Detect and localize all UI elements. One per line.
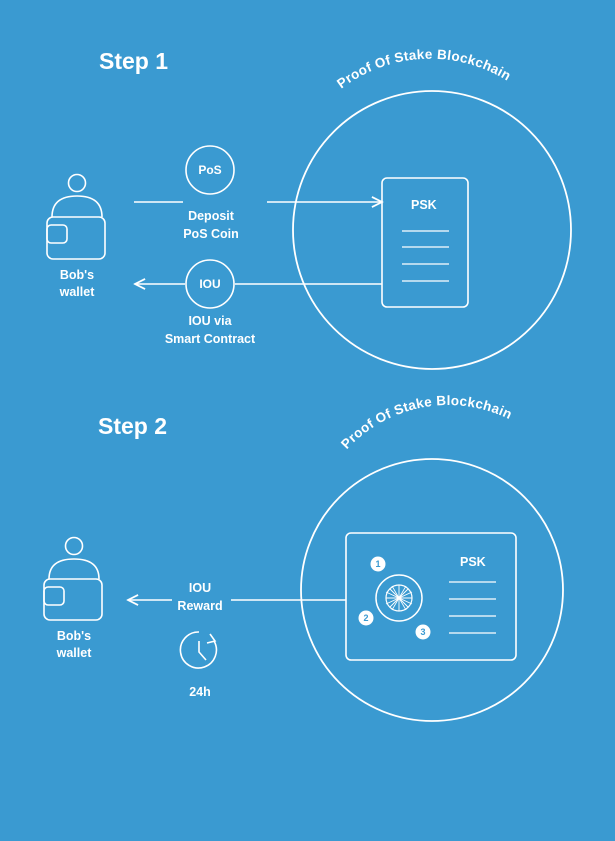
wallet-label: Bob's — [60, 268, 94, 282]
network-sphere-icon — [375, 574, 423, 622]
reward-label: Reward — [177, 599, 222, 613]
deposit-label: PoS Coin — [183, 227, 239, 241]
blockchain-circle — [292, 90, 572, 370]
iou-badge — [185, 259, 235, 309]
time-label: 24h — [189, 685, 211, 699]
psk-contract: PSK — [381, 177, 469, 308]
psk-label: PSK — [411, 198, 437, 212]
node-number-badge — [370, 556, 386, 572]
node-number-badge — [415, 624, 431, 640]
node-number: 1 — [375, 559, 380, 569]
reward-label: IOU — [189, 581, 211, 595]
node-number-badge — [358, 610, 374, 626]
clock-icon — [179, 631, 218, 669]
pos-coin-badge — [185, 145, 235, 195]
node-number: 2 — [363, 613, 368, 623]
step-2-section: Step 2 Proof Of Stake Blockchain PSK 1 2… — [43, 393, 564, 722]
node-number: 3 — [420, 627, 425, 637]
iou-badge-label: IOU — [199, 277, 220, 291]
wallet-label: wallet — [59, 285, 96, 299]
deposit-label: Deposit — [188, 209, 235, 223]
psk-contract: PSK — [345, 532, 517, 661]
step-1-title: Step 1 — [99, 48, 168, 74]
person-wallet-icon — [43, 536, 103, 621]
blockchain-label: Proof Of Stake Blockchain — [334, 47, 514, 92]
wallet-label: Bob's — [57, 629, 91, 643]
iou-label: Smart Contract — [165, 332, 256, 346]
step-2-title: Step 2 — [98, 413, 167, 439]
psk-label: PSK — [460, 555, 486, 569]
pos-coin-badge-label: PoS — [198, 163, 221, 177]
person-wallet-icon — [46, 173, 106, 260]
iou-label: IOU via — [188, 314, 232, 328]
wallet-label: wallet — [56, 646, 93, 660]
blockchain-circle — [300, 458, 564, 722]
blockchain-label: Proof Of Stake Blockchain — [338, 393, 514, 452]
step-1-section: Step 1 Proof Of Stake Blockchain PSK Bob… — [46, 47, 572, 370]
